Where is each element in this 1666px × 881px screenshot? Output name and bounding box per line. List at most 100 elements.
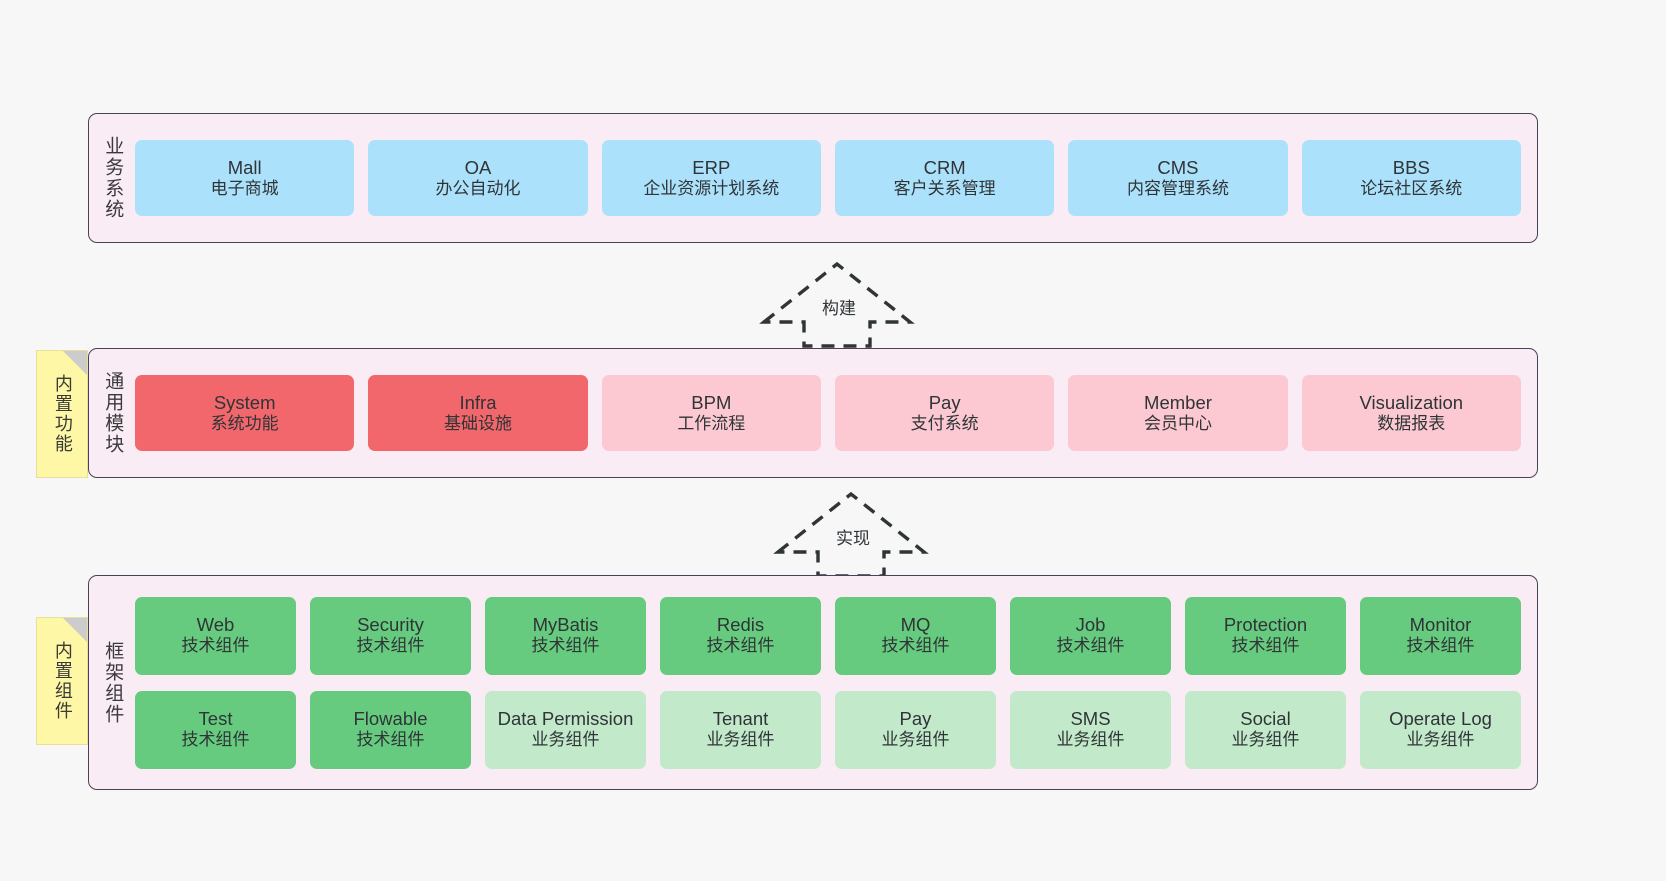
module-card-subtitle: 业务组件 bbox=[1406, 730, 1475, 750]
module-card-title: Member bbox=[1144, 391, 1212, 413]
module-card-subtitle: 支付系统 bbox=[910, 413, 979, 433]
module-card-title: CMS bbox=[1157, 156, 1199, 178]
connector-realize-arrow: 实现 bbox=[766, 488, 936, 578]
module-card-subtitle: 业务组件 bbox=[881, 730, 950, 750]
module-card-title: MQ bbox=[900, 614, 931, 636]
connector-build-arrow: 构建 bbox=[752, 258, 922, 348]
module-card-subtitle: 技术组件 bbox=[356, 636, 425, 656]
module-card-title: Data Permission bbox=[497, 708, 634, 730]
module-card-subtitle: 数据报表 bbox=[1377, 413, 1446, 433]
module-card-subtitle: 内容管理系统 bbox=[1126, 178, 1229, 198]
module-card-title: Protection bbox=[1223, 614, 1308, 636]
module-card-title: Monitor bbox=[1409, 614, 1472, 636]
module-card-title: Security bbox=[357, 614, 424, 636]
module-card-subtitle: 企业资源计划系统 bbox=[643, 178, 780, 198]
module-card-title: Redis bbox=[716, 614, 765, 636]
module-card-title: BBS bbox=[1392, 156, 1430, 178]
module-card-subtitle: 技术组件 bbox=[706, 636, 775, 656]
module-card-subtitle: 技术组件 bbox=[1406, 636, 1475, 656]
module-card-subtitle: 论坛社区系统 bbox=[1360, 178, 1463, 198]
panel-label-business-system: 业务系统 bbox=[102, 136, 124, 220]
module-card-title: Job bbox=[1075, 614, 1106, 636]
sticky-note-builtin-function-label: 内置功能 bbox=[52, 374, 73, 454]
module-card-title: Visualization bbox=[1359, 391, 1464, 413]
module-card-title: Test bbox=[198, 708, 233, 730]
module-card-subtitle: 技术组件 bbox=[531, 636, 600, 656]
module-card-subtitle: 办公自动化 bbox=[435, 178, 521, 198]
module-card-title: Flowable bbox=[353, 708, 428, 730]
module-card-title: Operate Log bbox=[1389, 708, 1492, 730]
module-card-title: OA bbox=[464, 156, 492, 178]
module-card-subtitle: 客户关系管理 bbox=[893, 178, 996, 198]
module-card-subtitle: 技术组件 bbox=[181, 730, 250, 750]
module-card-title: CRM bbox=[923, 156, 966, 178]
sticky-note-builtin-function: 内置功能 bbox=[36, 350, 88, 478]
module-card-subtitle: 系统功能 bbox=[210, 413, 279, 433]
module-card-subtitle: 业务组件 bbox=[1231, 730, 1300, 750]
sticky-note-builtin-component: 内置组件 bbox=[36, 617, 88, 745]
module-card-subtitle: 技术组件 bbox=[356, 730, 425, 750]
module-card-title: Pay bbox=[928, 391, 961, 413]
module-card-subtitle: 基础设施 bbox=[443, 413, 512, 433]
module-card-subtitle: 技术组件 bbox=[181, 636, 250, 656]
module-card-subtitle: 业务组件 bbox=[531, 730, 600, 750]
module-card-subtitle: 业务组件 bbox=[1056, 730, 1125, 750]
panel-label-framework-component: 框架组件 bbox=[102, 640, 124, 725]
module-card-subtitle: 技术组件 bbox=[1056, 636, 1125, 656]
realize-arrow-shape bbox=[773, 491, 929, 578]
build-arrow-shape bbox=[759, 261, 915, 348]
module-card-subtitle: 业务组件 bbox=[706, 730, 775, 750]
module-card-title: Tenant bbox=[712, 708, 769, 730]
module-card-subtitle: 技术组件 bbox=[1231, 636, 1300, 656]
connector-build-label: 构建 bbox=[822, 299, 856, 318]
module-card-subtitle: 电子商城 bbox=[210, 178, 279, 198]
module-card-title: Social bbox=[1240, 708, 1291, 730]
module-card-title: SMS bbox=[1070, 708, 1111, 730]
module-card-title: Infra bbox=[459, 391, 497, 413]
module-card-title: ERP bbox=[692, 156, 731, 178]
module-card-title: BPM bbox=[691, 391, 732, 413]
module-card-title: Web bbox=[196, 614, 235, 636]
module-card-title: Mall bbox=[227, 156, 262, 178]
module-card-subtitle: 会员中心 bbox=[1143, 413, 1212, 433]
panel-label-common-module: 通用模块 bbox=[102, 371, 124, 455]
